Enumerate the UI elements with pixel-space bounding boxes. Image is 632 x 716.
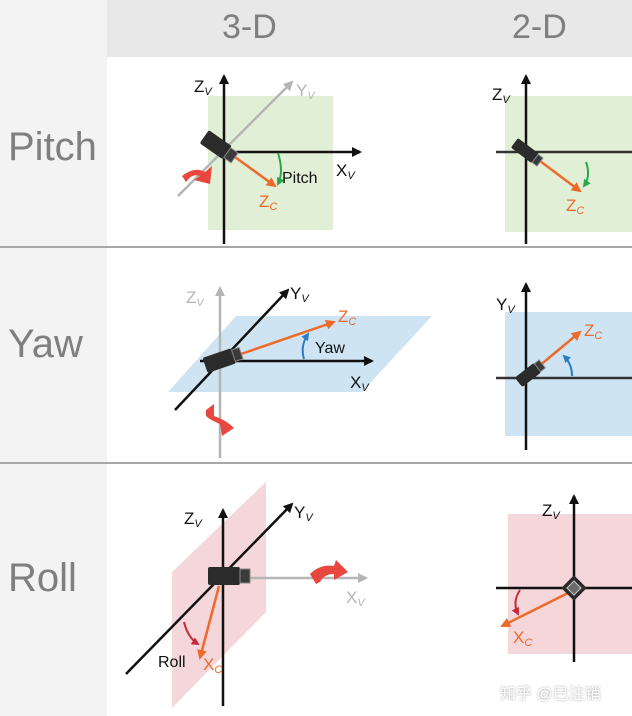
pitch-2d-zc-label: ZC xyxy=(566,196,584,217)
pitch-3d-panel: ZV YV XV Pitch ZC xyxy=(177,74,362,244)
pitch-3d-yv-axis xyxy=(177,80,294,197)
yaw-3d-angle-label: Yaw xyxy=(315,340,345,357)
roll-3d-yv-axis xyxy=(125,502,294,675)
pitch-2d-zv-label: ZV xyxy=(492,85,511,106)
pitch-2d-angle-arc xyxy=(582,161,591,188)
pitch-3d-angle-label: Pitch xyxy=(282,170,318,187)
yaw-2d-zc-label: ZC xyxy=(584,321,602,342)
roll-3d-plane xyxy=(172,482,266,708)
pitch-3d-yv-label: YV xyxy=(296,81,316,102)
yaw-2d-panel: YV ZC xyxy=(496,282,632,450)
yaw-3d-zv-label: ZV xyxy=(186,288,205,309)
roll-3d-zv-label: ZV xyxy=(184,509,203,530)
pitch-3d-plane xyxy=(208,96,333,230)
roll-3d-xv-label: XV xyxy=(346,588,366,609)
row-label-yaw: Yaw xyxy=(8,322,83,366)
pitch-3d-xv-label: XV xyxy=(336,161,356,182)
roll-3d-panel: ZV YV XV Roll XC xyxy=(125,482,368,708)
roll-2d-xc-axis xyxy=(500,591,569,628)
pitch-3d-zc-axis xyxy=(227,150,277,188)
yaw-2d-yv-label: YV xyxy=(496,295,516,316)
roll-3d-angle-label: Roll xyxy=(158,654,186,671)
row-label-band xyxy=(0,0,107,716)
yaw-3d-plane xyxy=(168,316,432,392)
roll-2d-xc-label: XC xyxy=(513,628,532,649)
pitch-3d-zc-label: ZC xyxy=(259,192,277,213)
roll-3d-yv-label: YV xyxy=(294,503,314,524)
pitch-3d-angle-arc xyxy=(277,152,285,186)
watermark: 知乎 @已注销 xyxy=(500,686,601,703)
yaw-3d-camera xyxy=(203,346,244,373)
row-divider-2 xyxy=(0,462,632,464)
roll-2d-camera xyxy=(561,575,587,601)
row-label-roll: Roll xyxy=(8,556,77,600)
pitch-2d-camera xyxy=(511,138,544,167)
yaw-3d-xv-label: XV xyxy=(350,373,370,394)
pitch-3d-rotation-marker xyxy=(182,166,212,184)
pitch-2d-panel: ZV ZC xyxy=(492,74,632,244)
row-divider-1 xyxy=(0,246,632,248)
roll-2d-angle-arc xyxy=(511,589,521,616)
roll-2d-zv-label: ZV xyxy=(542,501,561,522)
roll-3d-camera xyxy=(208,567,251,585)
yaw-3d-zc-axis xyxy=(237,319,336,357)
row-label-pitch: Pitch xyxy=(8,125,97,169)
yaw-3d-angle-arc xyxy=(301,332,310,360)
pitch-3d-zv-label: ZV xyxy=(194,77,213,98)
pitch-3d-camera xyxy=(200,130,239,164)
yaw-2d-camera xyxy=(515,359,546,387)
roll-3d-xc-label: XC xyxy=(203,655,222,676)
yaw-3d-panel: ZV YV ZC Yaw XV xyxy=(168,284,432,458)
column-header-2d: 2-D xyxy=(512,8,567,46)
yaw-3d-yv-label: YV xyxy=(290,284,310,305)
column-header-band xyxy=(107,0,632,57)
roll-3d-angle-arc xyxy=(183,621,200,646)
yaw-3d-zc-label: ZC xyxy=(338,307,356,328)
roll-3d-xc-axis xyxy=(197,585,221,660)
yaw-3d-rotation-marker xyxy=(206,404,234,436)
column-header-3d: 3-D xyxy=(222,8,277,46)
roll-3d-rotation-marker xyxy=(310,560,348,584)
roll-2d-panel: ZV XC xyxy=(496,494,632,662)
yaw-2d-angle-arc xyxy=(562,354,573,377)
